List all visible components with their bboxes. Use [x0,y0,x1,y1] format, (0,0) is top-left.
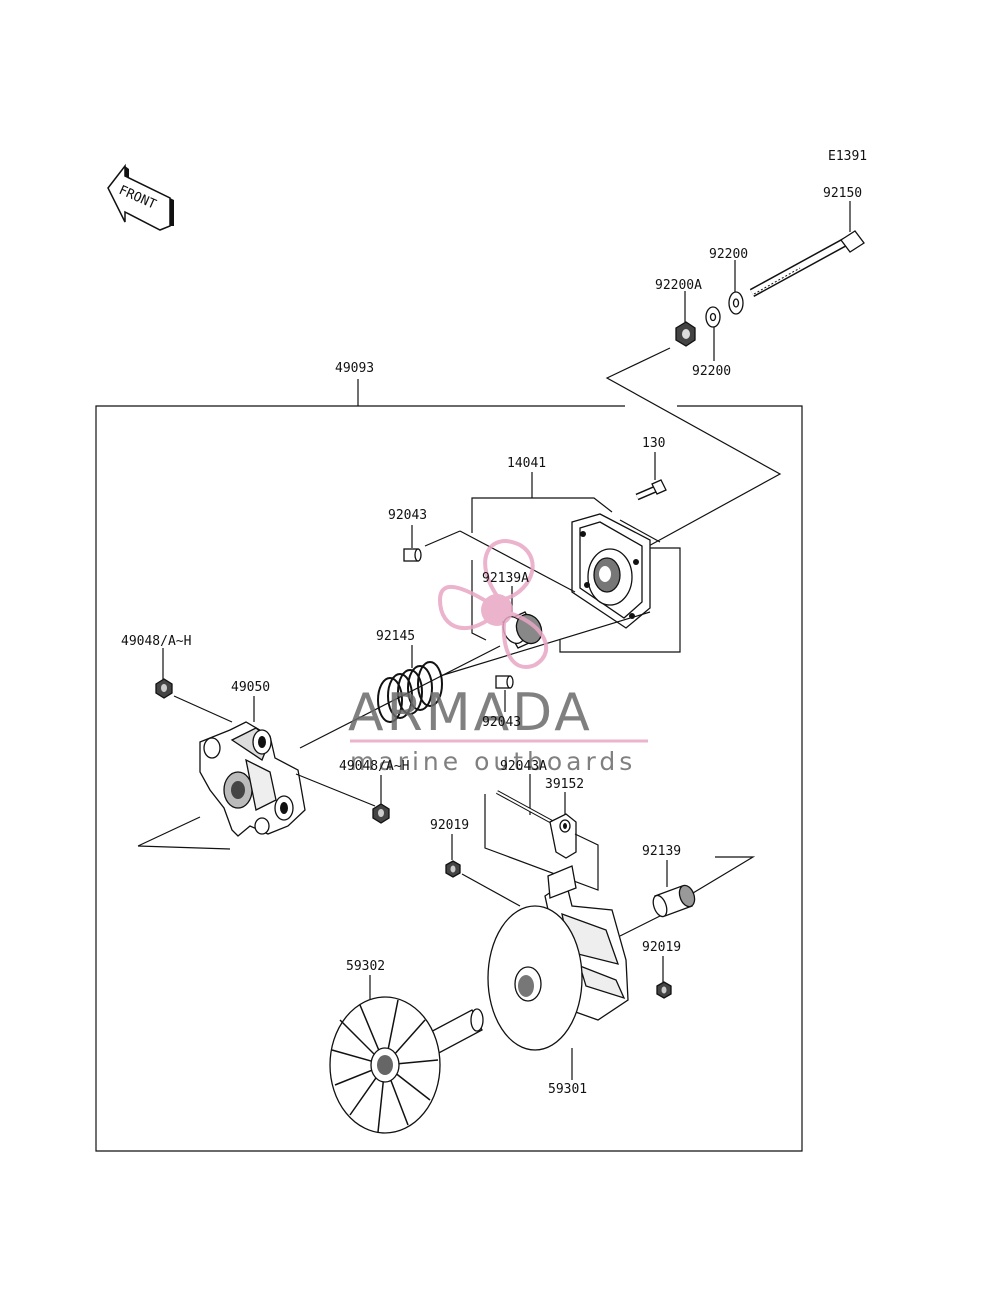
movable-sheave-59301-icon [487,865,629,1051]
leader-92019-left-axis [461,873,521,907]
label-49048-right: 49048/A~H [339,759,409,774]
leader-spider-right [295,773,376,807]
label-49048-left: 49048/A~H [121,634,191,649]
label-49093: 49093 [335,361,374,376]
pin-92043-mid-icon [495,675,514,689]
diagram-code: E1391 [828,149,867,164]
nut-49048-left-icon [155,678,173,699]
bearing-housing-14041-icon [571,513,651,629]
propeller-logo-icon [437,539,549,669]
leader-49048-left-axis [173,695,233,723]
spider-49050-icon [199,721,306,837]
bushing-92139-icon [652,884,696,918]
label-92043a: 92043A [500,759,547,774]
nut-49048-right-icon [372,803,390,824]
leader-housing-diag [619,519,661,543]
label-92139: 92139 [642,844,681,859]
label-92043-mid: 92043 [482,715,521,730]
leader-pin-axis [459,530,576,593]
leader-spider-base [137,816,231,850]
washer-hole-icon [732,298,740,308]
label-92139a: 92139A [482,571,529,586]
pin-92043-top-icon [403,548,422,562]
bracket-14041 [471,497,613,533]
nut-92200a-icon [675,321,696,347]
leader-92043-axis [424,530,461,547]
weight-39152-icon [549,813,577,859]
bolt-130-icon [635,479,667,501]
bushing-92139a-icon [502,611,543,649]
leader-weight-box [484,794,599,891]
leader-housing-frame [559,547,681,653]
label-92150: 92150 [823,186,862,201]
nut-92019-right-icon [656,981,672,999]
fixed-sheave-59302-icon [329,996,484,1134]
label-92019-left: 92019 [430,818,469,833]
label-92200-bottom: 92200 [692,364,731,379]
bolt-92150-icon [749,230,865,297]
bracket-14041-inner [471,560,487,641]
watermark-tagline: marine outboards [350,747,636,776]
nut-92019-left-icon [445,860,461,878]
label-130: 130 [642,436,665,451]
label-92200-top: 92200 [709,247,748,262]
label-59302: 59302 [346,959,385,974]
label-39152: 39152 [545,777,584,792]
leader-spring-axis-2 [299,645,501,749]
label-49050: 49050 [231,680,270,695]
washer-hole-icon [709,312,717,322]
assembly-box [95,405,803,1152]
label-92200a: 92200A [655,278,702,293]
front-arrow-icon: FRONT [107,163,174,231]
label-92019-right: 92019 [642,940,681,955]
label-92043-top: 92043 [388,508,427,523]
label-92145: 92145 [376,629,415,644]
watermark-logo: ARMADA marine outboards [348,539,648,776]
pin-92043a-icon [496,790,553,824]
leader-92139-axis [619,856,756,937]
leader-top-bolt-group [605,347,782,549]
spring-92145-icon [377,661,443,723]
label-14041: 14041 [507,456,546,471]
label-59301: 59301 [548,1082,587,1097]
watermark-brand: ARMADA [348,683,593,743]
